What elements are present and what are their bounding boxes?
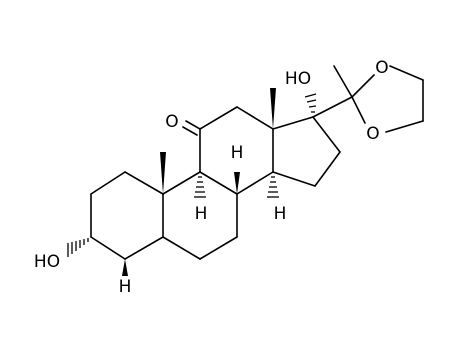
h5-wedge [122, 259, 128, 276]
c3-oh-label: HO [34, 252, 60, 272]
h8-wedge [234, 172, 240, 194]
c17-oh-hash [304, 93, 317, 113]
h5-label: H [119, 277, 132, 297]
h14-label: H [274, 204, 287, 224]
c3-oh-hash [67, 238, 89, 257]
c17-oh-label: HO [285, 69, 311, 89]
ring-b-bonds [162, 171, 238, 260]
ring-c-bonds [199, 106, 274, 195]
dioxolane-o-bottom-label: O [366, 124, 379, 144]
ketone-double-bond [182, 120, 201, 136]
ring-a-bonds [90, 171, 164, 260]
ketone-o-label: O [165, 112, 178, 132]
c19-methyl-wedge [160, 152, 166, 194]
h9-hash [194, 176, 206, 198]
h14-hash [267, 176, 279, 198]
dioxolane-o-top-label: O [375, 58, 388, 78]
c18-methyl-wedge [270, 88, 276, 129]
dioxolane-bonds [312, 65, 424, 133]
ring-d-bonds [272, 116, 341, 187]
h8-label: H [231, 143, 244, 163]
h9-label: H [195, 204, 208, 224]
